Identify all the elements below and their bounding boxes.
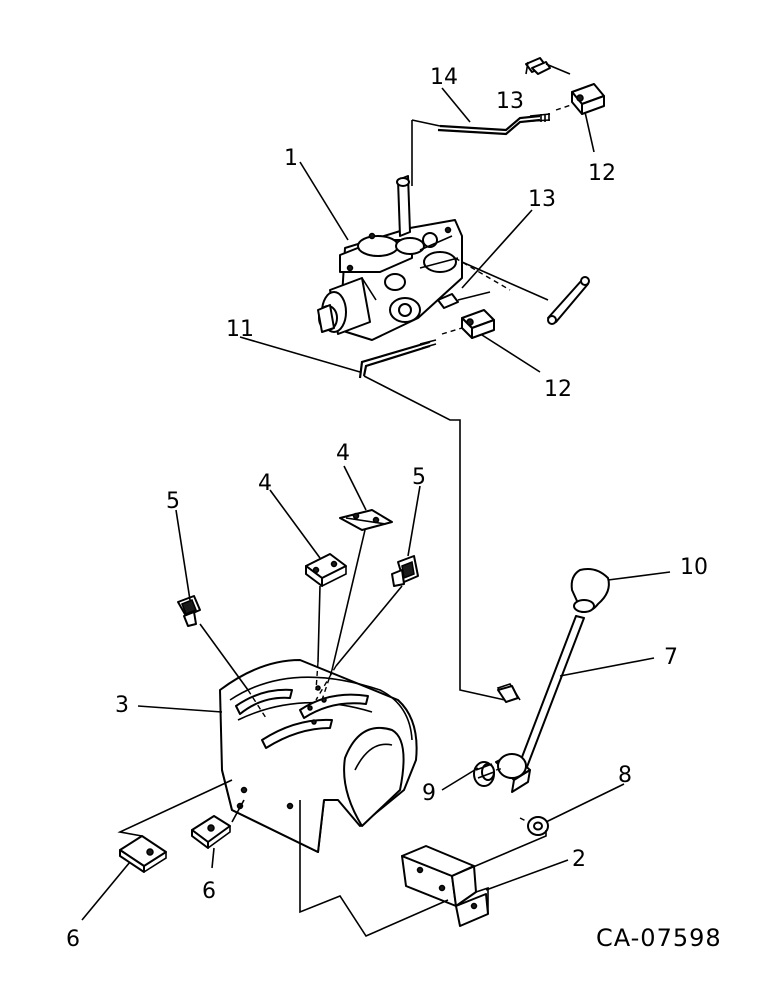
callout-2: 2 [572,847,586,872]
callout-5-right: 5 [412,465,426,490]
bushing-part [473,761,495,787]
pad-left [119,835,167,873]
callout-14: 14 [430,65,458,90]
pad-center [191,815,231,849]
callout-12-upper: 12 [588,161,616,186]
callout-1: 1 [284,146,298,171]
callout-8: 8 [618,763,632,788]
callout-9: 9 [422,781,436,806]
retainer-clip-left [305,553,347,587]
callout-7: 7 [664,645,678,670]
lower-clevis-pin [437,291,491,309]
callout-4-left: 4 [258,471,272,496]
upper-control-rod [411,113,551,186]
lever-knob-part [570,568,610,613]
control-lever-part [495,615,585,793]
drawing-reference-code: CA-07598 [596,924,722,952]
washer-part [527,816,549,836]
leader-lines [81,61,671,921]
valve-lever-arm [547,276,590,325]
callout-12-lower: 12 [544,377,572,402]
control-valve-part [317,175,463,341]
lower-clevis-part [461,309,495,339]
callout-5-left: 5 [166,489,180,514]
callout-11: 11 [226,317,254,342]
callout-6-left: 6 [66,927,80,952]
lever-cover-part [219,659,418,853]
fastener-right [391,555,419,587]
callout-10: 10 [680,555,708,580]
callout-13-lower: 13 [528,187,556,212]
upper-clevis-pin [525,57,571,75]
retainer-clip-right [339,509,393,531]
callout-13-upper: 13 [496,89,524,114]
mounting-bracket-part [401,845,489,927]
fastener-left [177,595,201,627]
callout-6-center: 6 [202,879,216,904]
callout-4-right: 4 [336,441,350,466]
lower-control-rod [358,339,506,701]
callout-3: 3 [115,693,129,718]
upper-clevis-part [571,83,605,115]
